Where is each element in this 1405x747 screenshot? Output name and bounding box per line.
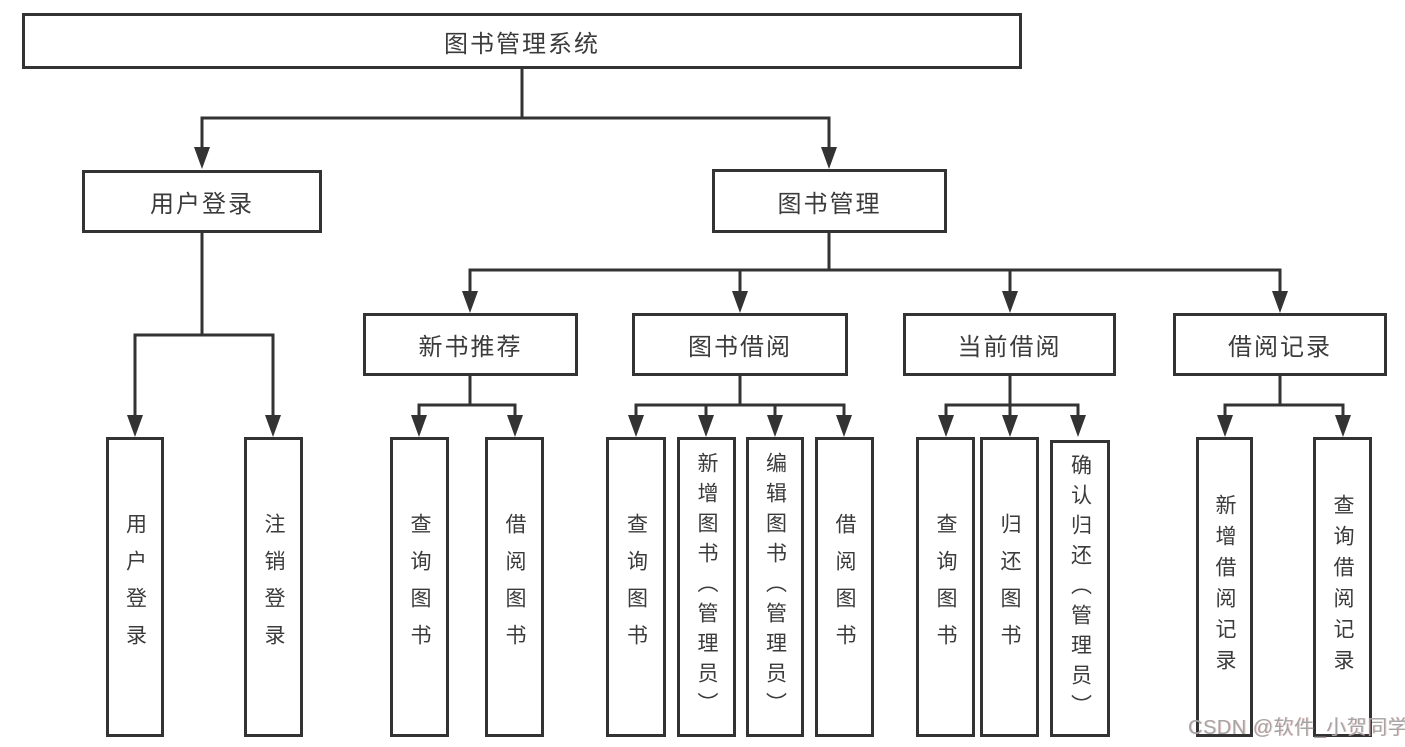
- leaf-borrowing-borrow-books-label: 借阅图书: [833, 513, 856, 661]
- leaf-records-query-record-label: 查询借阅记录: [1331, 494, 1354, 680]
- leaf-user-login: 用户登录: [106, 437, 164, 737]
- leaf-borrowing-edit-books-admin: 编辑图书（管理员）: [746, 437, 804, 737]
- csdn-watermark: CSDN @软件_小贺同学: [1188, 717, 1405, 739]
- leaf-records-add-record: 新增借阅记录: [1196, 437, 1253, 737]
- leaf-recommend-borrow-books-label: 借阅图书: [503, 513, 526, 661]
- node-borrowing-records: 借阅记录: [1173, 313, 1387, 376]
- arrowheads: [127, 147, 1351, 437]
- node-current-borrowing-label: 当前借阅: [957, 334, 1062, 361]
- leaf-current-confirm-return-admin-label: 确认归还（管理员）: [1068, 453, 1092, 724]
- leaf-recommend-query-books-label: 查询图书: [408, 513, 431, 661]
- leaf-records-add-record-label: 新增借阅记录: [1213, 494, 1236, 680]
- leaf-recommend-borrow-books: 借阅图书: [485, 437, 544, 737]
- node-book-borrowing-label: 图书借阅: [688, 334, 792, 361]
- node-borrowing-records-label: 借阅记录: [1228, 334, 1332, 361]
- leaf-borrowing-add-books-admin-label: 新增图书（管理员）: [695, 452, 718, 722]
- node-current-borrowing: 当前借阅: [903, 313, 1116, 376]
- leaf-recommend-query-books: 查询图书: [390, 437, 449, 737]
- leaf-logout-label: 注销登录: [262, 513, 285, 661]
- tree-edges: [133, 67, 1345, 419]
- leaf-current-confirm-return-admin: 确认归还（管理员）: [1050, 440, 1110, 737]
- leaf-current-query-books-label: 查询图书: [934, 513, 957, 661]
- node-root: 图书管理系统: [22, 13, 1022, 69]
- leaf-current-return-books: 归还图书: [980, 437, 1039, 737]
- node-book-management-label: 图书管理: [777, 190, 882, 218]
- leaf-borrowing-edit-books-admin-label: 编辑图书（管理员）: [763, 452, 787, 722]
- leaf-borrowing-query-books-label: 查询图书: [624, 513, 648, 661]
- leaf-user-login-label: 用户登录: [123, 513, 147, 661]
- node-book-management: 图书管理: [712, 169, 947, 233]
- node-root-label: 图书管理系统: [444, 30, 600, 58]
- node-new-book-recommend: 新书推荐: [363, 313, 578, 376]
- node-book-borrowing: 图书借阅: [632, 313, 848, 376]
- leaf-borrowing-borrow-books: 借阅图书: [815, 437, 874, 737]
- node-user-login-label: 用户登录: [150, 191, 254, 218]
- node-new-book-recommend-label: 新书推荐: [418, 334, 523, 361]
- leaf-borrowing-query-books: 查询图书: [606, 437, 666, 737]
- leaf-borrowing-add-books-admin: 新增图书（管理员）: [677, 437, 736, 737]
- leaf-logout: 注销登录: [244, 437, 303, 737]
- leaf-current-query-books: 查询图书: [916, 437, 975, 737]
- node-user-login: 用户登录: [82, 170, 322, 233]
- leaf-current-return-books-label: 归还图书: [998, 513, 1021, 661]
- leaf-records-query-record: 查询借阅记录: [1313, 437, 1372, 737]
